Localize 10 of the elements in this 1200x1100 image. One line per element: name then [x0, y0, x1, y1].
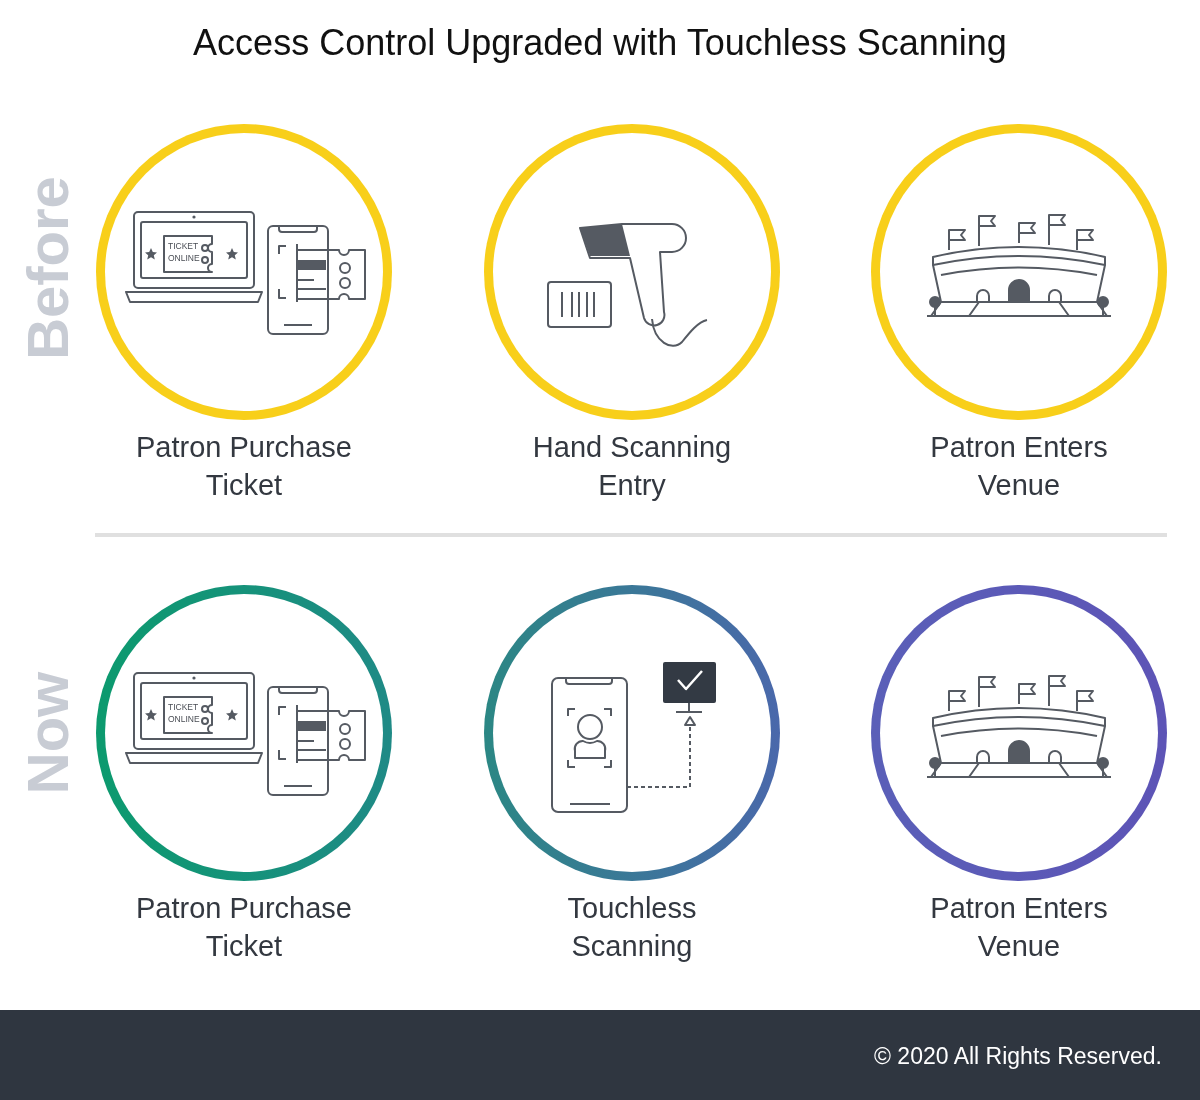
step-caption: Patron Enters Venue	[929, 430, 1109, 503]
diagram-title: Access Control Upgraded with Touchless Scanning	[192, 22, 1008, 64]
step-caption: Patron Enters Venue	[929, 891, 1109, 964]
copyright-text: © 2020 All Rights Reserved.	[874, 1043, 1162, 1070]
step-caption: Hand Scanning Entry	[531, 430, 733, 503]
step-caption: Patron Purchase Ticket	[135, 891, 353, 964]
ticket-text: TICKET ONLINE	[168, 701, 201, 725]
ticket-text: TICKET ONLINE	[168, 240, 201, 264]
step-caption: Touchless Scanning	[566, 891, 698, 964]
step-caption: Patron Purchase Ticket	[135, 430, 353, 503]
